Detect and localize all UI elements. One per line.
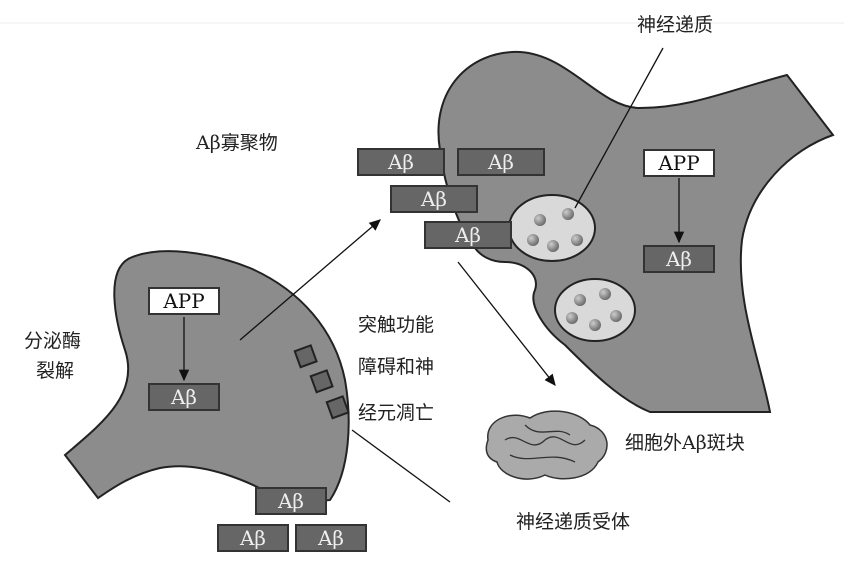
ab-box: Aβ [148, 383, 220, 411]
lower-neuron [63, 250, 350, 507]
ab-box: Aβ [295, 524, 367, 552]
receptor-pointer [351, 429, 451, 503]
ab-box: Aβ [217, 524, 289, 552]
vesicle [508, 194, 596, 262]
synapse-dysfunction-label-3: 经元凋亡 [358, 402, 435, 424]
ab-box: Aβ [457, 148, 545, 176]
synapse-dysfunction-label-2: 障碍和神 [358, 356, 435, 378]
secretase-label-2: 裂解 [36, 360, 75, 382]
ab-box: Aβ [643, 245, 715, 273]
synapse-dysfunction-label-1: 突触功能 [358, 314, 435, 336]
oligomer-arrow [239, 219, 381, 341]
plaque-fibrils [504, 424, 586, 463]
ab-box: Aβ [357, 148, 445, 176]
neurotransmitter-pointer [574, 47, 664, 209]
ab-box: Aβ [255, 487, 327, 515]
app-box: APP [643, 149, 715, 177]
receptor-label: 神经递质受体 [516, 511, 631, 533]
receptor-squares [293, 344, 350, 420]
secretase-label-1: 分泌酶 [24, 330, 82, 352]
plaque-arrow [457, 261, 556, 387]
ab-box: Aβ [390, 185, 478, 213]
plaque-label: 细胞外Aβ斑块 [625, 432, 745, 454]
vesicle [554, 278, 636, 342]
app-box: APP [148, 287, 220, 315]
ab-box: Aβ [424, 221, 512, 249]
plaque-blob [485, 410, 608, 480]
neurotransmitter-label: 神经递质 [637, 14, 714, 36]
upper-neuron [437, 50, 835, 413]
oligomer-label: Aβ寡聚物 [196, 132, 278, 154]
